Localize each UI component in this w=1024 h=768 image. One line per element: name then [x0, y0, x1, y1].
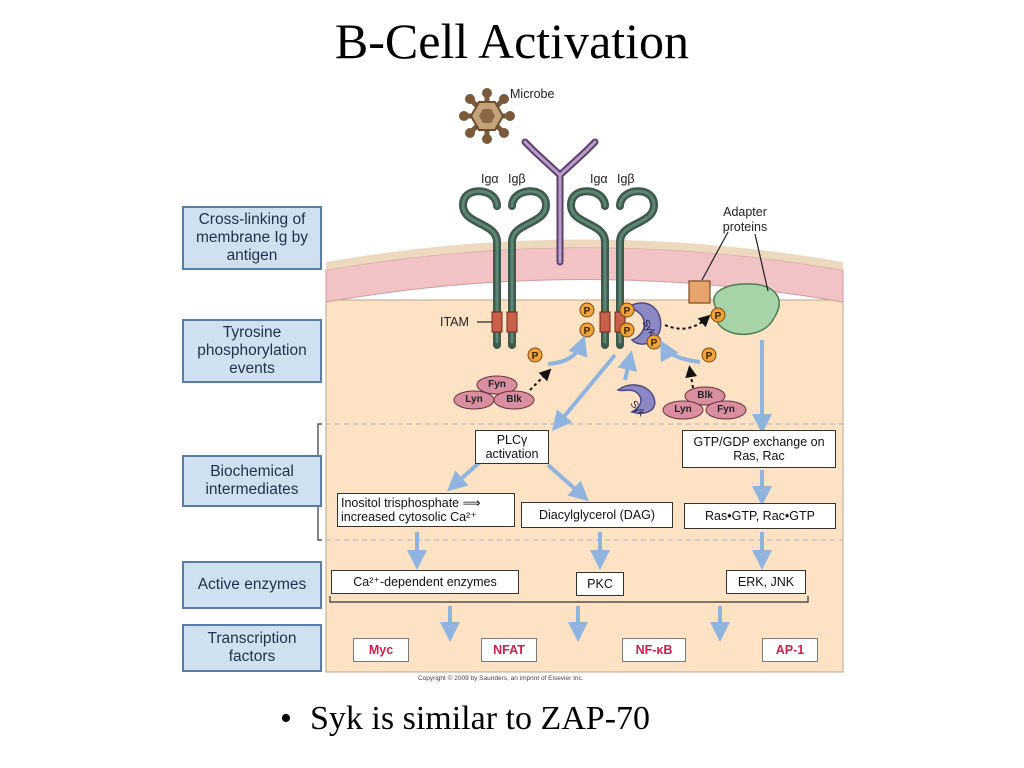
bullet-point: • Syk is similar to ZAP-70: [280, 700, 650, 738]
bracket: [329, 596, 809, 603]
arrow: [447, 460, 482, 492]
adapter-protein-square: [688, 280, 711, 304]
arrow: [546, 463, 589, 502]
arrow: [547, 335, 588, 366]
phosphate-label: P: [624, 326, 631, 337]
kinase-fyn-label: Fyn: [717, 404, 735, 415]
phosphate-label: P: [706, 351, 713, 362]
dag-box: Diacylglycerol (DAG): [521, 502, 673, 528]
copyright-notice: Copyright © 2009 by Saunders, an imprint…: [418, 675, 584, 682]
phosphate-label: P: [584, 326, 591, 337]
phosphate-label: P: [651, 338, 658, 349]
pkc-box: PKC: [576, 572, 624, 596]
tf-nf-kb: NF-κB: [622, 638, 686, 662]
phosphate-group: [527, 302, 726, 363]
bullet-text: Syk is similar to ZAP-70: [310, 700, 651, 737]
slide-title: B-Cell Activation: [334, 13, 690, 69]
tf-nfat: NFAT: [481, 638, 537, 662]
stage-transcription-factors: Transcription factors: [182, 624, 322, 672]
cytoplasm: [325, 299, 844, 673]
src-kinases-left: [453, 375, 535, 410]
membrane-ig: [523, 140, 597, 264]
microbe: [459, 88, 515, 144]
tf-ap1: AP-1: [762, 638, 818, 662]
kinase-lyn-label: Lyn: [674, 404, 692, 415]
src-kinases-right: [662, 386, 747, 420]
microbe-label: Microbe: [510, 87, 555, 101]
plc-gamma-box: PLCγ activation: [475, 430, 549, 464]
ig-beta-label-2: Igβ: [617, 172, 635, 186]
kinase-fyn-label: Fyn: [488, 379, 506, 390]
phosphate-label: P: [532, 351, 539, 362]
syk-enzyme: [628, 302, 662, 345]
kinase-blk-label: Blk: [697, 390, 713, 401]
ras-gtp-box: Ras•GTP, Rac•GTP: [684, 503, 836, 529]
phosphate-label: P: [624, 306, 631, 317]
kinase-blk-label: Blk: [506, 394, 522, 405]
arrow: [617, 350, 638, 381]
arrow: [551, 353, 617, 432]
stage-active-enzymes: Active enzymes: [182, 561, 322, 609]
syk-enzyme-free: [616, 384, 656, 414]
ig-beta-label-1: Igβ: [508, 172, 526, 186]
gtp-exchange-box: GTP/GDP exchange on Ras, Rac: [682, 430, 836, 468]
itam-label: ITAM: [440, 315, 469, 329]
stage-cross-linking: Cross-linking of membrane Ig by antigen: [182, 206, 322, 270]
ig-alpha-label-2: Igα: [590, 172, 608, 186]
dotted-arrow: [529, 368, 552, 391]
ig-alpha-label-1: Igα: [481, 172, 499, 186]
erk-jnk-box: ERK, JNK: [726, 570, 806, 594]
ca-enzymes-box: Ca²⁺-dependent enzymes: [331, 570, 519, 594]
tf-myc: Myc: [353, 638, 409, 662]
adapter-protein-blob: [713, 283, 780, 336]
ip3-box: Inositol trisphosphate ⟹ increased cytos…: [337, 493, 515, 527]
phosphate-label: P: [584, 306, 591, 317]
adapter-proteins-label: Adapter proteins: [722, 205, 768, 234]
bullet-marker: •: [280, 700, 292, 737]
stage-tyrosine-phosphorylation: Tyrosine phosphorylation events: [182, 319, 322, 383]
phosphate-label: P: [715, 311, 722, 322]
kinase-lyn-label: Lyn: [465, 394, 483, 405]
arrow: [660, 339, 701, 364]
stage-biochemical-intermediates: Biochemical intermediates: [182, 455, 322, 507]
